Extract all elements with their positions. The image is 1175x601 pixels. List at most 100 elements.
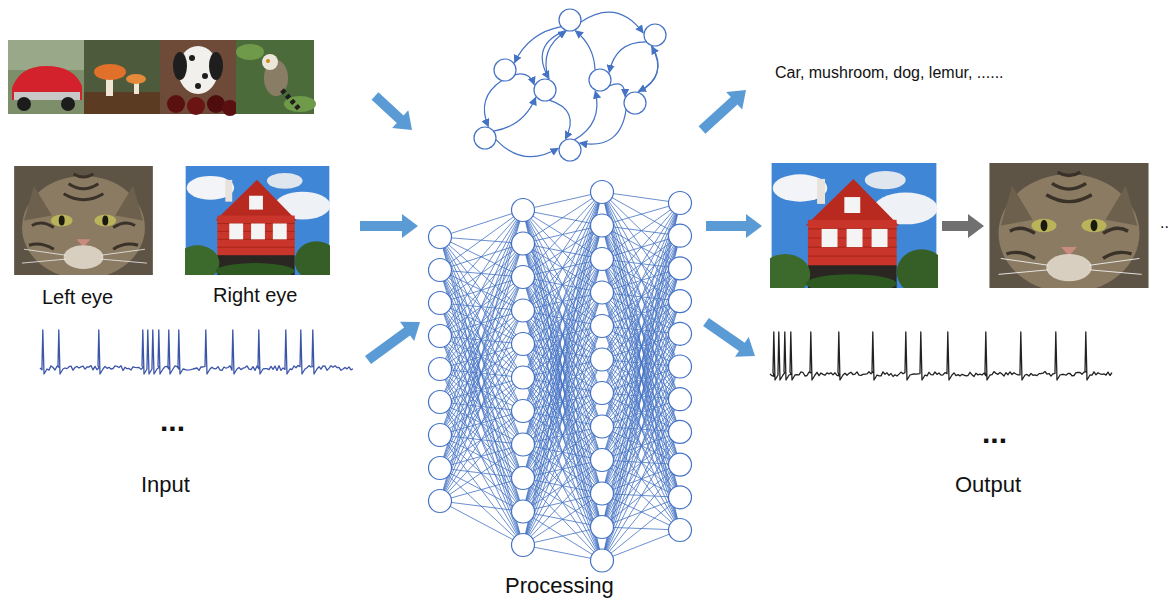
neuron bbox=[512, 534, 535, 557]
neuron bbox=[429, 226, 452, 249]
recurrent-link bbox=[496, 140, 558, 157]
synapse-line bbox=[523, 360, 602, 546]
neuron bbox=[559, 9, 581, 31]
neuron bbox=[512, 400, 535, 423]
neuron bbox=[591, 214, 614, 237]
block-arrow bbox=[372, 92, 412, 130]
synapse-line bbox=[440, 237, 523, 545]
neuron bbox=[512, 366, 535, 389]
synapse-line bbox=[523, 411, 602, 561]
synapse-line bbox=[523, 192, 602, 210]
neuron bbox=[591, 281, 614, 304]
neuron bbox=[429, 490, 452, 513]
neuron bbox=[669, 388, 692, 411]
recurrent-link bbox=[484, 81, 502, 127]
recurrent-link bbox=[549, 100, 570, 139]
synapse-line bbox=[440, 210, 523, 501]
synapse-line bbox=[440, 210, 523, 270]
synapse-line bbox=[440, 277, 523, 501]
neuron bbox=[512, 467, 535, 490]
synapse-line bbox=[523, 293, 602, 546]
neuron bbox=[429, 292, 452, 315]
synapse-line bbox=[440, 336, 523, 545]
recurrent-link bbox=[515, 74, 534, 85]
neuron bbox=[669, 257, 692, 280]
ellipsis: .. bbox=[1160, 214, 1169, 232]
recurrent-link bbox=[515, 27, 562, 63]
synapse-line bbox=[440, 501, 523, 512]
eye-label: Left eye bbox=[42, 286, 113, 309]
synapse-line bbox=[440, 237, 523, 512]
block-arrow bbox=[706, 214, 762, 238]
neuron bbox=[534, 79, 556, 101]
neuron bbox=[429, 358, 452, 381]
spike-traces bbox=[40, 330, 1112, 380]
neuron bbox=[512, 266, 535, 289]
synapse-line bbox=[440, 378, 523, 502]
synapse-line bbox=[602, 203, 680, 494]
neuron bbox=[644, 24, 666, 46]
neuron bbox=[669, 290, 692, 313]
recurrent-link bbox=[546, 31, 566, 79]
synapse-line bbox=[440, 435, 523, 545]
synapse-line bbox=[523, 192, 602, 445]
synapse-line bbox=[440, 210, 523, 435]
neuron bbox=[591, 181, 614, 204]
spike-trace bbox=[770, 332, 1112, 380]
synapse-line bbox=[602, 465, 680, 561]
synapse-line bbox=[440, 411, 523, 501]
neuron bbox=[624, 92, 646, 114]
neuron bbox=[474, 127, 496, 149]
neuron bbox=[669, 355, 692, 378]
synapse-line bbox=[602, 360, 680, 531]
synapse-line bbox=[440, 468, 523, 512]
synapse-line bbox=[602, 530, 680, 561]
synapse-line bbox=[523, 210, 602, 561]
neuron bbox=[669, 453, 692, 476]
synapse-line bbox=[602, 399, 680, 560]
neuron bbox=[669, 192, 692, 215]
recurrent-link bbox=[580, 109, 626, 144]
synapse-line bbox=[523, 460, 602, 545]
neuron bbox=[429, 259, 452, 282]
feedforward-network bbox=[429, 181, 692, 573]
neuron bbox=[591, 348, 614, 371]
synapse-line bbox=[523, 259, 602, 545]
synapse-line bbox=[440, 402, 523, 545]
recurrent-link bbox=[638, 47, 658, 93]
neuron bbox=[591, 248, 614, 271]
synapse-line bbox=[523, 192, 602, 378]
synapse-line bbox=[440, 270, 523, 545]
synapse-line bbox=[602, 268, 680, 560]
recurrent-network bbox=[474, 9, 666, 161]
synapse-line bbox=[440, 210, 523, 369]
block-arrow bbox=[942, 214, 984, 238]
section-label: Input bbox=[141, 472, 190, 497]
synapse-line bbox=[602, 293, 680, 465]
neuron bbox=[512, 500, 535, 523]
neuron bbox=[591, 482, 614, 505]
spike-trace bbox=[40, 330, 353, 374]
synapse-line bbox=[523, 527, 602, 545]
synapse-line bbox=[523, 494, 602, 546]
neuron bbox=[512, 232, 535, 255]
synapse-line bbox=[523, 393, 602, 545]
cat-photo bbox=[14, 166, 153, 279]
eye-label: Right eye bbox=[213, 284, 298, 307]
neuron bbox=[669, 224, 692, 247]
section-label: Processing bbox=[505, 573, 614, 598]
neuron bbox=[669, 486, 692, 509]
neuron bbox=[512, 199, 535, 222]
neuron bbox=[429, 457, 452, 480]
block-arrows bbox=[360, 90, 984, 364]
neuron bbox=[494, 59, 516, 81]
neuron bbox=[429, 391, 452, 414]
neuron bbox=[512, 299, 535, 322]
block-arrow bbox=[699, 90, 746, 134]
neuron bbox=[669, 322, 692, 345]
synapse-line bbox=[440, 244, 523, 502]
block-arrow bbox=[360, 214, 418, 238]
synapse-line bbox=[602, 393, 680, 497]
block-arrow bbox=[365, 322, 420, 364]
